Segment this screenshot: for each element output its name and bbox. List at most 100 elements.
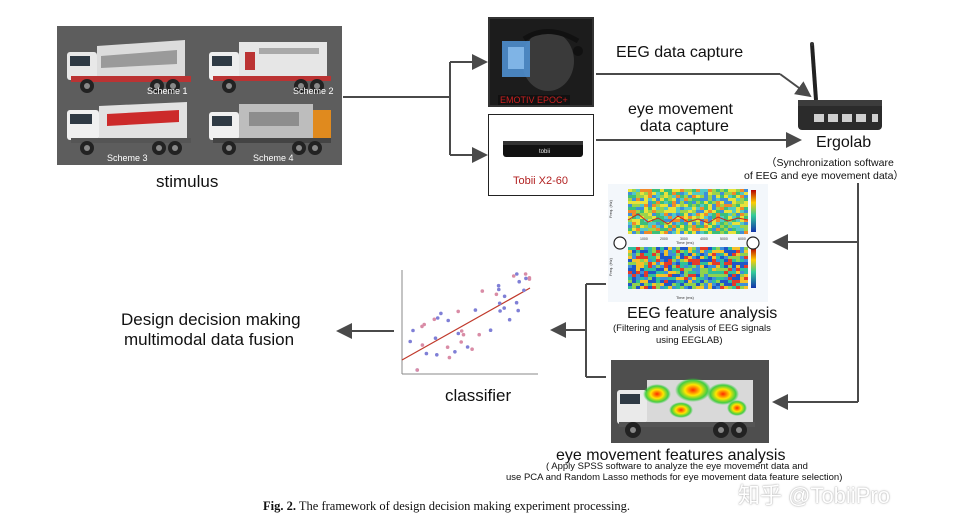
- spectrogram-cell: [640, 210, 644, 213]
- spectrogram-cell: [740, 225, 744, 228]
- spectrogram-cell: [744, 192, 748, 195]
- spectrogram-cell: [656, 259, 660, 262]
- spectrogram-cell: [736, 198, 740, 201]
- spectrogram-cell: [744, 195, 748, 198]
- spectrogram-cell: [652, 265, 656, 268]
- spectrogram-cell: [660, 262, 664, 265]
- spectrogram-cell: [716, 198, 720, 201]
- spectrogram-cell: [652, 286, 656, 289]
- spectrogram-cell: [676, 204, 680, 207]
- spectrogram-cell: [692, 198, 696, 201]
- spectrogram-cell: [744, 253, 748, 256]
- spectrogram-cell: [736, 259, 740, 262]
- spectrogram-cell: [724, 250, 728, 253]
- spectrogram-cell: [680, 195, 684, 198]
- spectrogram-cell: [692, 280, 696, 283]
- spectrogram-cell: [708, 207, 712, 210]
- spectrogram-cell: [700, 280, 704, 283]
- spectrogram-cell: [648, 265, 652, 268]
- spectrogram-cell: [732, 201, 736, 204]
- spectrogram-cell: [724, 228, 728, 231]
- spectrogram-cell: [628, 277, 632, 280]
- scatter-point: [523, 272, 528, 276]
- spectrogram-cell: [668, 213, 672, 216]
- spectrogram-cell: [740, 262, 744, 265]
- spectrogram-cell: [712, 262, 716, 265]
- spectrogram-cell: [632, 231, 636, 234]
- spectrogram-cell: [680, 262, 684, 265]
- spectrogram-cell: [688, 189, 692, 192]
- spectrogram-cell: [712, 216, 716, 219]
- tobii-label: Tobii X2-60: [513, 175, 569, 187]
- spectrogram-cell: [668, 222, 672, 225]
- scatter-point: [522, 288, 526, 293]
- spectrogram-cell: [640, 283, 644, 286]
- spectrogram-cell: [740, 256, 744, 259]
- spectrogram-cell: [636, 250, 640, 253]
- spectrogram-cell: [648, 192, 652, 195]
- spectrogram-cell: [708, 271, 712, 274]
- spectrogram-cell: [688, 262, 692, 265]
- spectrogram-cell: [716, 268, 720, 271]
- spectrogram-cell: [700, 207, 704, 210]
- spectrogram-cell: [720, 228, 724, 231]
- spectrogram-cell: [672, 283, 676, 286]
- spectrogram-cell: [656, 192, 660, 195]
- spectrogram-cell: [744, 286, 748, 289]
- spectrogram-cell: [648, 198, 652, 201]
- spectrogram-cell: [628, 253, 632, 256]
- spectrogram-cell: [696, 265, 700, 268]
- spectrogram-cell: [704, 277, 708, 280]
- spectrogram-cell: [636, 265, 640, 268]
- spectrogram-cell: [640, 219, 644, 222]
- spectrogram-cell: [720, 277, 724, 280]
- spectrogram-cell: [640, 225, 644, 228]
- spectrogram-cell: [632, 274, 636, 277]
- spectrogram-cell: [712, 192, 716, 195]
- spectrogram-cell: [640, 280, 644, 283]
- scatter-point: [439, 311, 443, 316]
- spectrogram-cell: [736, 262, 740, 265]
- scatter-point: [470, 347, 474, 351]
- scheme-3-label: Scheme 3: [107, 153, 148, 163]
- spectrogram-cell: [636, 228, 640, 231]
- spectrogram-cell: [732, 271, 736, 274]
- spectrogram-cell: [708, 213, 712, 216]
- spectrogram-cell: [660, 222, 664, 225]
- spectrogram-cell: [660, 250, 664, 253]
- spectrogram-cell: [716, 225, 720, 228]
- spectrogram-cell: [672, 189, 676, 192]
- decision-line-1: Design decision making: [121, 310, 301, 329]
- spectrogram-cell: [696, 283, 700, 286]
- spectrogram-cell: [704, 283, 708, 286]
- spectrogram-cell: [660, 259, 664, 262]
- spectrogram-cell: [664, 250, 668, 253]
- spectrogram-cell: [648, 262, 652, 265]
- spectrogram-cell: [700, 210, 704, 213]
- spectrogram-cell: [696, 262, 700, 265]
- emotiv-headset-photo: [490, 19, 592, 105]
- spectrogram-cell: [712, 268, 716, 271]
- spectrogram-cell: [744, 201, 748, 204]
- spectrogram-cell: [664, 265, 668, 268]
- spectrogram-cell: [664, 259, 668, 262]
- scatter-point: [498, 309, 502, 313]
- spectrogram-cell: [664, 268, 668, 271]
- spectrogram-cell: [720, 201, 724, 204]
- spectrogram-cell: [724, 256, 728, 259]
- caption-prefix: Fig. 2.: [263, 499, 296, 513]
- spectrogram-cell: [724, 262, 728, 265]
- spectrogram-cell: [644, 253, 648, 256]
- spectrogram-cell: [656, 231, 660, 234]
- spectrogram-cell: [680, 265, 684, 268]
- spectrogram-cell: [692, 201, 696, 204]
- spectrogram-cell: [740, 195, 744, 198]
- spectrogram-cell: [684, 262, 688, 265]
- spectrogram-cell: [664, 271, 668, 274]
- spectrogram-cell: [660, 228, 664, 231]
- spectrogram-cell: [660, 231, 664, 234]
- spectrogram-cell: [728, 210, 732, 213]
- spectrogram-cell: [736, 283, 740, 286]
- spectrogram-cell: [636, 256, 640, 259]
- spectrogram-cell: [692, 213, 696, 216]
